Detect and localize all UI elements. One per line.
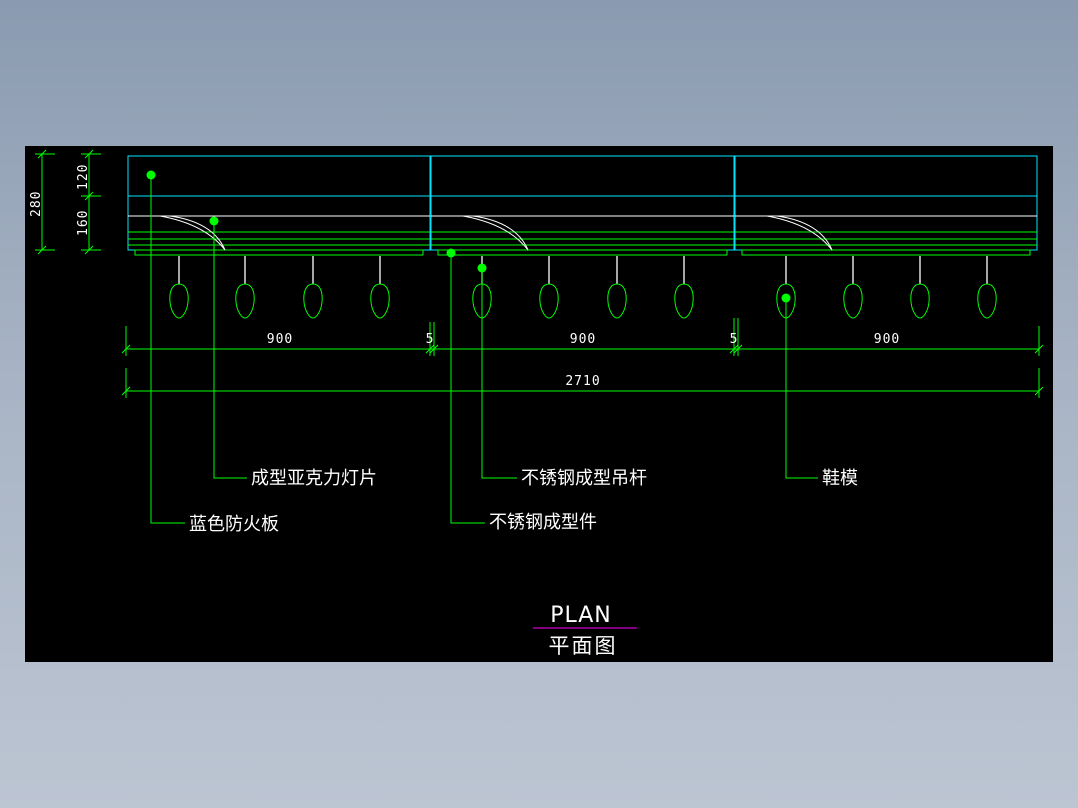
dim-segment-2-label: 900 xyxy=(570,332,596,347)
dim-overall-label: 2710 xyxy=(565,374,600,389)
dim-segment-1-label: 900 xyxy=(267,332,293,347)
callout-blue-board: 蓝色防火板 xyxy=(189,514,279,535)
callout-steel-rod: 不锈钢成型吊杆 xyxy=(521,468,647,489)
dim-280-label: 280 xyxy=(29,191,44,217)
title-en: PLAN xyxy=(550,603,612,628)
title-zh: 平面图 xyxy=(549,634,618,658)
shoe-model xyxy=(843,283,863,319)
panel-3 xyxy=(734,155,1038,256)
shoe-model xyxy=(235,283,255,319)
dim-120-label: 120 xyxy=(76,164,91,190)
shoe-model xyxy=(910,283,930,319)
shoe-model xyxy=(370,283,390,319)
shoe-model xyxy=(977,283,997,319)
dim-160-label: 160 xyxy=(76,210,91,236)
drawing-canvas: 280 120 160 xyxy=(25,146,1053,662)
callout-steel-profile: 不锈钢成型件 xyxy=(489,512,597,533)
vertical-dimensions xyxy=(35,149,101,255)
shoe-model xyxy=(607,283,627,319)
leader-dots xyxy=(146,170,791,303)
plan-drawing: 280 120 160 xyxy=(29,149,1044,658)
leader-dot-steel-profile xyxy=(446,248,456,258)
shoe-model xyxy=(539,283,559,319)
panel-2 xyxy=(430,155,735,256)
leader-lines xyxy=(150,175,818,524)
shoe-models xyxy=(169,256,997,319)
leader-dot-shoe-model xyxy=(781,293,791,303)
leader-dot-blue-board xyxy=(146,170,156,180)
leader-dot-steel-rod xyxy=(477,263,487,273)
panel-1 xyxy=(127,155,431,256)
shoe-model xyxy=(674,283,694,319)
shoe-model xyxy=(303,283,323,319)
horizontal-dimensions xyxy=(121,318,1044,398)
dim-segment-3-label: 900 xyxy=(874,332,900,347)
callout-acrylic-light: 成型亚克力灯片 xyxy=(251,468,377,489)
leader-dot-acrylic-light xyxy=(209,216,219,226)
dim-gap-2-label: 5 xyxy=(730,332,739,347)
shoe-model xyxy=(169,283,189,319)
dim-gap-1-label: 5 xyxy=(426,332,435,347)
callout-shoe-model: 鞋模 xyxy=(822,468,858,489)
